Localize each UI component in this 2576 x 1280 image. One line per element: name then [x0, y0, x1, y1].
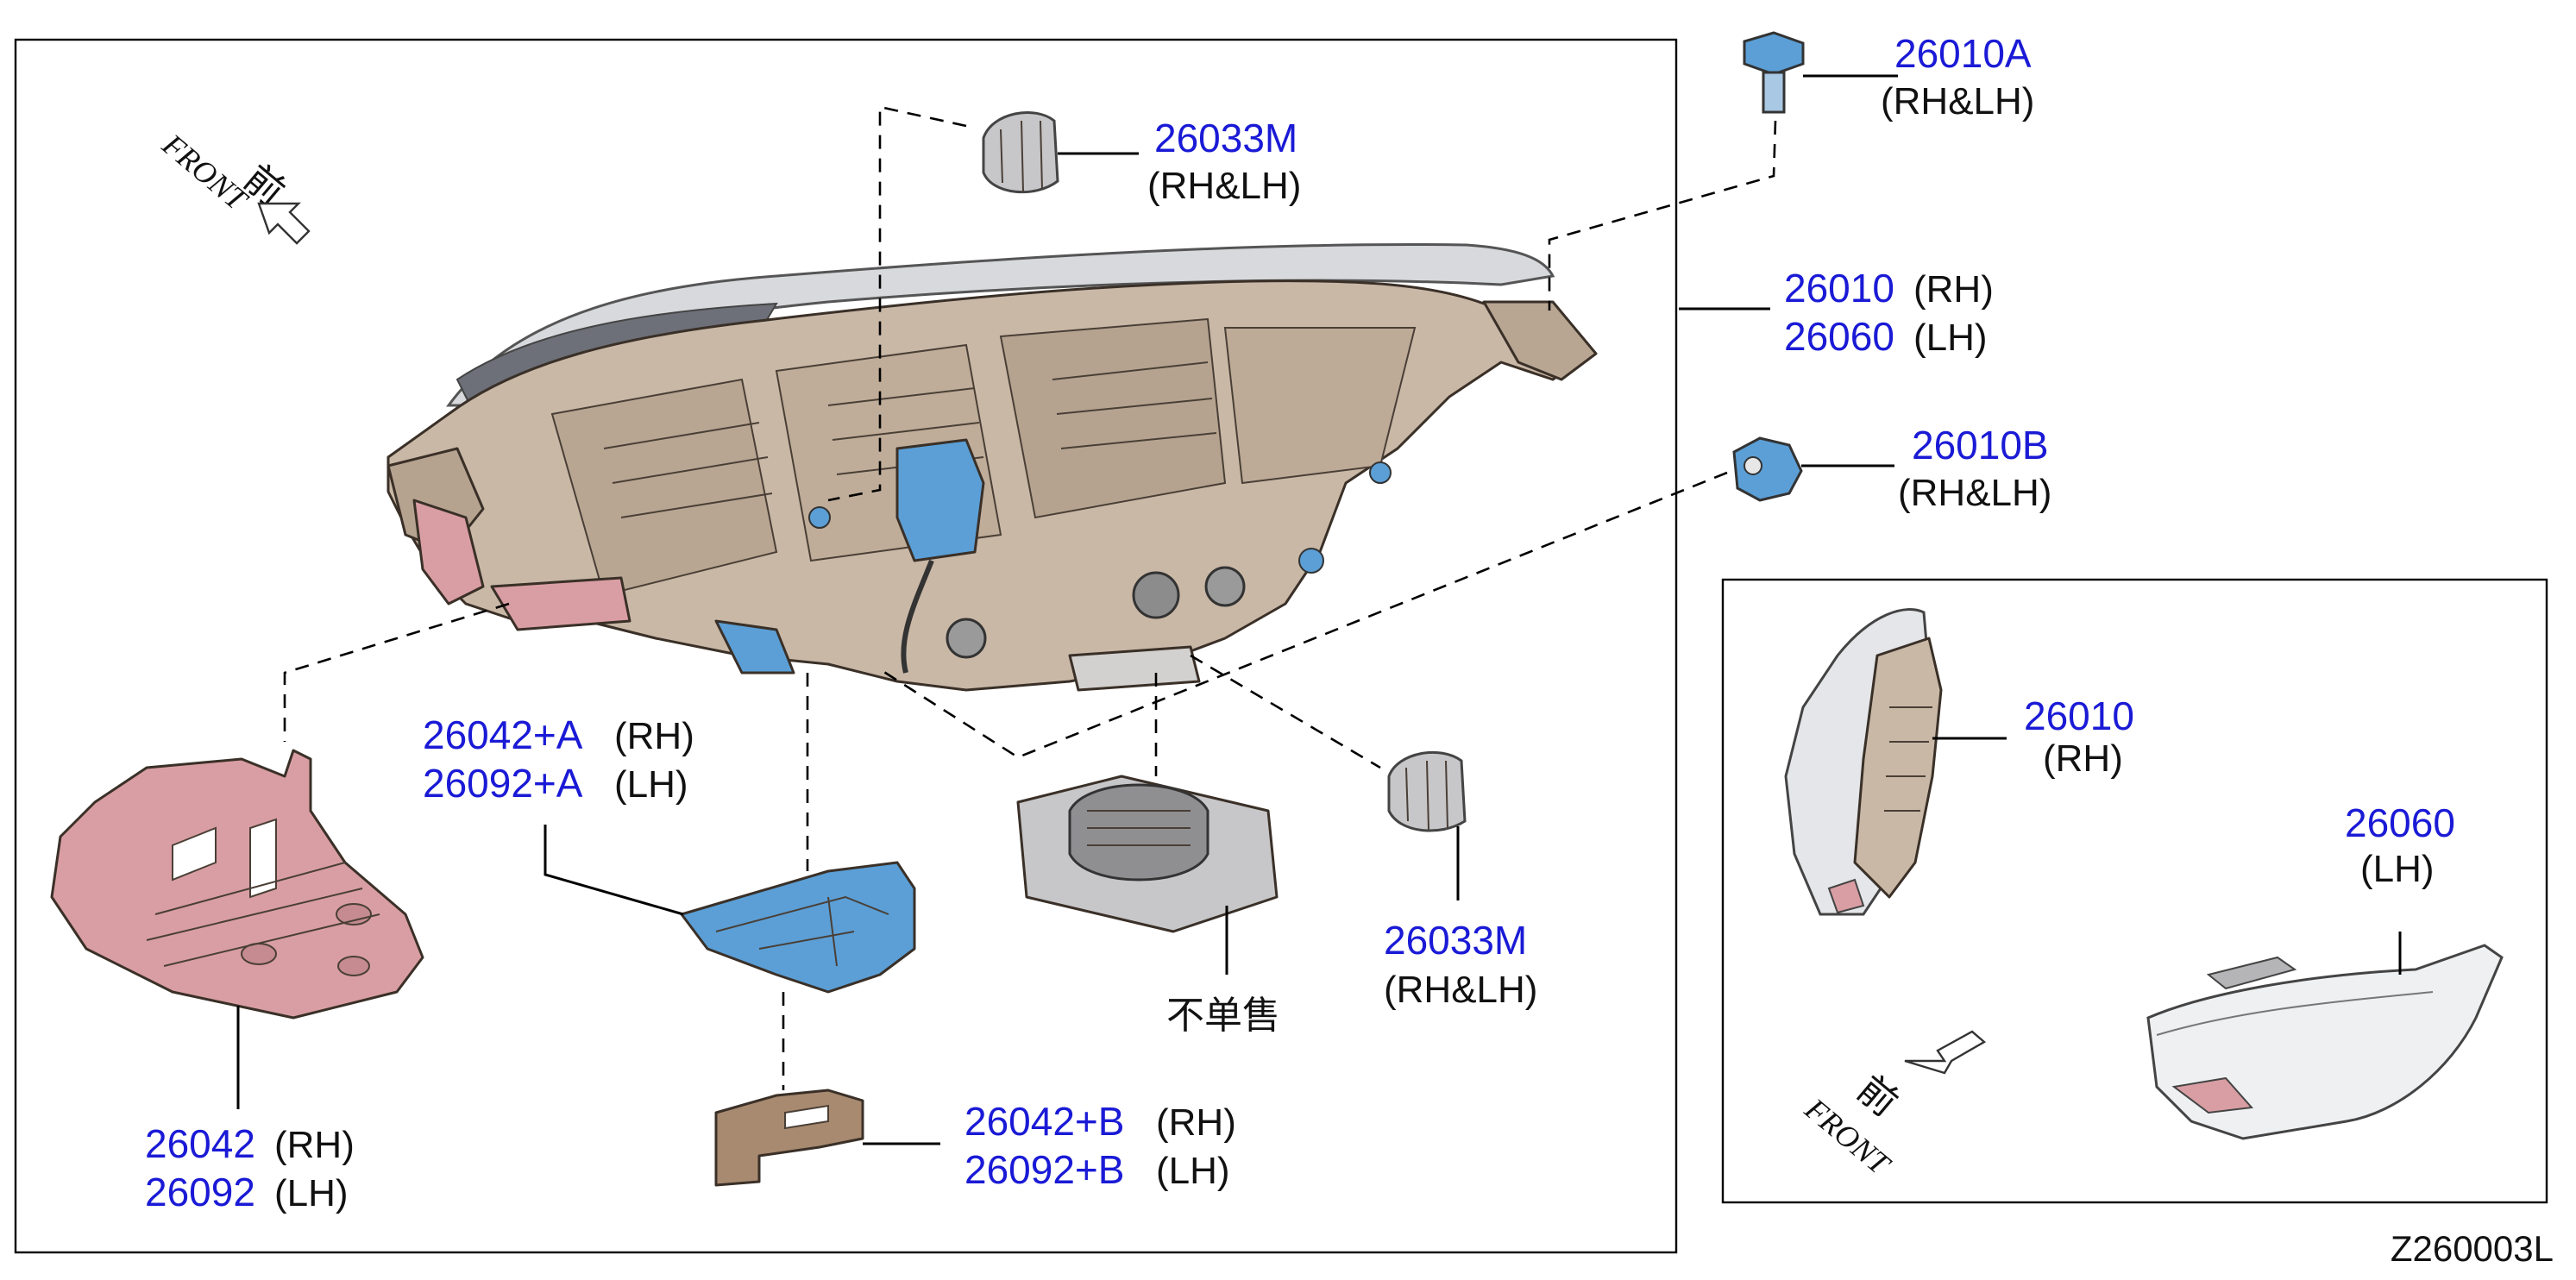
pink-cover-slot: [172, 826, 217, 882]
pink-cover-ribs: [146, 862, 380, 967]
callout-bulb-top-side: (RH&LH): [1147, 165, 1301, 207]
housing-tab: [1482, 300, 1598, 381]
bolt-head: [1743, 31, 1805, 76]
front-arrow-icon: [257, 202, 311, 245]
brown-bracket: 26042+B (RH) 26092+B (LH): [714, 1089, 1236, 1192]
bolt: 26010A (RH&LH): [1743, 31, 2034, 122]
callout-headlamp-lh-side: (LH): [1913, 317, 1988, 359]
inset-lh-tab: [2206, 956, 2297, 990]
pink-cover: 26042 (RH) 26092 (LH): [50, 749, 424, 1214]
callout-bulb-top-number: 26033M: [1154, 116, 1297, 160]
brown-bracket-slot: [784, 1104, 829, 1130]
callout-bracket-b-rh-number: 26042+B: [964, 1099, 1124, 1144]
housing-pink-piece: [490, 576, 631, 631]
bulb-bottom-fins: [1405, 760, 1448, 831]
pink-cover-hole: [336, 903, 372, 925]
nut: 26010B (RH&LH): [1732, 423, 2051, 514]
bulb-bottom: 26033M (RH&LH): [1384, 750, 1537, 1011]
front-marker-label: FRONT: [155, 127, 255, 218]
callout-inset-lh-number: 26060: [2345, 800, 2455, 845]
callout-bulb-bottom-side: (RH&LH): [1384, 969, 1537, 1011]
callout-bracket-a-lh-number: 26092+A: [423, 761, 583, 806]
callout-headlamp-rh-side: (RH): [1913, 268, 1994, 311]
control-module-pins: [1087, 810, 1191, 846]
pink-cover-body: [50, 749, 424, 1020]
callout-bracket-b-lh-number: 26092+B: [964, 1147, 1124, 1192]
callout-cover-rh-side: (RH): [274, 1124, 355, 1166]
inset-frame: [1721, 578, 2548, 1204]
bulb-socket: [1204, 566, 1246, 607]
callout-bulb-bottom-number: 26033M: [1384, 918, 1527, 963]
actuator-wire: [901, 559, 934, 674]
callout-bracket-a-lh-side: (LH): [614, 763, 688, 806]
pink-cover-slot: [249, 818, 277, 899]
callout-cover-lh-number: 26092: [145, 1170, 255, 1214]
blue-bracket-ribs: [715, 895, 889, 967]
pink-cover-hole: [337, 956, 370, 976]
housing-panel: [550, 378, 778, 597]
inset-front-arrow-icon: [1904, 1030, 1987, 1075]
callout-bracket-b-rh-side: (RH): [1156, 1101, 1236, 1144]
housing-panel: [1223, 327, 1417, 485]
blue-grommet: [1369, 461, 1392, 484]
callout-cover-lh-side: (LH): [274, 1172, 349, 1214]
callout-cover-rh-number: 26042: [145, 1121, 255, 1166]
housing-pink-piece: [412, 499, 485, 605]
bulb-top-fins: [1000, 120, 1043, 192]
callout-bolt-side: (RH&LH): [1881, 80, 2034, 122]
callout-bracket-a-rh-side: (RH): [614, 715, 694, 757]
inset-rh-housing: [1853, 637, 1943, 899]
dash-bulb-bottom: [1190, 654, 1381, 769]
inset-headlamp-rh: 26010 (RH): [1784, 608, 2134, 916]
dash-bulb-top: [827, 105, 967, 502]
blue-bracket: 26042+A (RH) 26092+A (LH): [423, 712, 916, 994]
leader-blue-bracket: [543, 825, 684, 916]
blue-grommet: [1298, 548, 1324, 574]
callout-nut-side: (RH&LH): [1898, 472, 2051, 514]
inset-lh-lens: [2146, 944, 2504, 1140]
nut-hole: [1744, 456, 1762, 475]
callout-inset-rh-side: (RH): [2043, 737, 2123, 780]
dash-nut: [879, 471, 1728, 759]
housing-bottom-plate: [1068, 645, 1201, 692]
callout-headlamp-rh-number: 26010: [1784, 266, 1894, 311]
inset-rh-ribs: [1884, 706, 1932, 812]
diagram-code: Z260003L: [2391, 1228, 2554, 1269]
inset-front-marker-cjk: 前: [1849, 1067, 1906, 1125]
bulb-top: 26033M (RH&LH): [982, 110, 1301, 207]
callout-bracket-b-lh-side: (LH): [1156, 1150, 1230, 1192]
callout-headlamp-lh-number: 26060: [1784, 314, 1894, 359]
bulb-socket: [1132, 571, 1180, 619]
callout-not-sold: 不单售: [1166, 994, 1280, 1038]
callout-inset-rh-number: 26010: [2024, 693, 2134, 738]
inset-rh-pink: [1827, 878, 1865, 914]
blue-grommet: [808, 506, 831, 529]
front-marker: 前 FRONT: [155, 127, 311, 245]
inset-lh-line: [2156, 991, 2434, 1036]
bolt-shank: [1762, 71, 1786, 114]
callout-bracket-a-rh-number: 26042+A: [423, 712, 583, 757]
blue-actuator: [895, 438, 985, 562]
bulb-socket: [946, 618, 987, 659]
housing-panel: [999, 317, 1227, 519]
dash-bolt: [1548, 120, 1777, 311]
control-module-connector: [1068, 783, 1209, 882]
inset-lh-pink: [2171, 1076, 2254, 1114]
blue-mount-tab: [714, 619, 795, 675]
main-frame: [14, 38, 1678, 1254]
callout-nut-number: 26010B: [1912, 423, 2049, 467]
blue-bracket-body: [680, 861, 916, 994]
nut-body: [1732, 436, 1803, 502]
dash-pink-cover: [283, 602, 510, 742]
inset-headlamp-lh: 26060 (LH): [2146, 800, 2504, 1140]
control-module: 不单售: [1016, 775, 1280, 1038]
brown-bracket-body: [714, 1089, 864, 1187]
headlamp-assembly: [386, 243, 1598, 692]
callout-inset-lh-side: (LH): [2360, 848, 2435, 890]
bulb-top-body: [982, 110, 1059, 194]
callout-bolt-number: 26010A: [1894, 31, 2032, 76]
inset-front-marker: 前 FRONT: [1798, 1030, 1987, 1183]
